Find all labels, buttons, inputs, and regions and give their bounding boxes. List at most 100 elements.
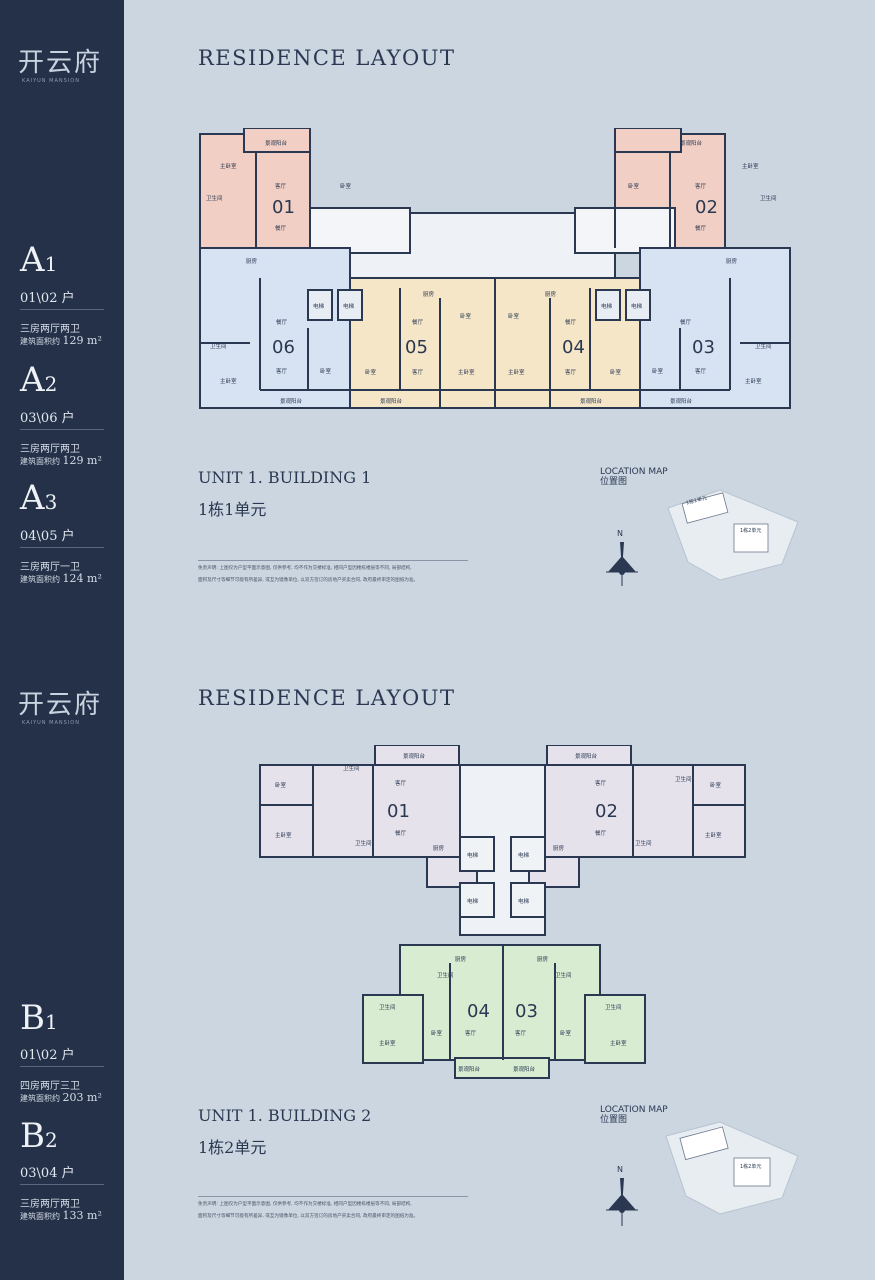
svg-text:主卧室: 主卧室 [610, 1039, 627, 1047]
svg-text:客厅: 客厅 [465, 1029, 477, 1037]
svg-text:主卧室: 主卧室 [742, 162, 759, 170]
room-label: 景观阳台 [265, 139, 288, 147]
type-a3-code: A3 [20, 478, 58, 518]
unit-label-06: 06 [272, 337, 295, 358]
type-a1-units: 01\02 户 [20, 287, 104, 310]
svg-text:客厅: 客厅 [395, 779, 407, 787]
svg-text:客厅: 客厅 [515, 1029, 527, 1037]
type-a2-area: 建筑面积约 129 m² [20, 454, 102, 467]
svg-text:卫生间: 卫生间 [437, 971, 454, 979]
unit-label-02: 02 [695, 197, 718, 218]
svg-text:电梯: 电梯 [631, 302, 643, 310]
svg-text:卫生间: 卫生间 [355, 839, 372, 847]
svg-text:餐厅: 餐厅 [275, 224, 287, 232]
floorplan-building1: 景观阳台 主卧室 客厅 卧室 卫生间 餐厅 厨房 景观阳台 主卧室 客厅 卧室 … [199, 128, 791, 409]
svg-text:客厅: 客厅 [595, 779, 607, 787]
section1-title: RESIDENCE LAYOUT [198, 46, 456, 70]
north-arrow-icon [620, 1178, 624, 1208]
section1-unit-cn: 1栋1单元 [198, 500, 267, 519]
svg-text:厨房: 厨房 [726, 257, 738, 265]
type-b2-code: B2 [20, 1116, 58, 1156]
svg-text:电梯: 电梯 [343, 302, 355, 310]
brand-sub-bottom: KAIYUN MANSION [22, 720, 80, 726]
unit-03-area [639, 247, 791, 409]
svg-text:卫生间: 卫生间 [755, 342, 772, 350]
type-b1-desc: 四房两厅三卫 [20, 1081, 80, 1092]
unit-label-03-b2: 03 [515, 1001, 538, 1022]
svg-text:卧室: 卧室 [320, 367, 332, 375]
svg-text:餐厅: 餐厅 [395, 829, 407, 837]
type-a1-area: 建筑面积约 129 m² [20, 334, 102, 347]
svg-text:1栋2单元: 1栋2单元 [740, 1163, 761, 1170]
unit-label-04-b2: 04 [467, 1001, 490, 1022]
north-label: N [617, 529, 623, 538]
type-a3-units: 04\05 户 [20, 525, 104, 548]
svg-text:卫生间: 卫生间 [675, 775, 692, 783]
type-a1-code: A1 [20, 240, 58, 280]
svg-text:主卧室: 主卧室 [745, 377, 762, 385]
type-a1-desc: 三房两厅两卫 [20, 324, 80, 335]
svg-text:餐厅: 餐厅 [565, 318, 577, 326]
unit-01-area-b2 [259, 764, 461, 858]
svg-text:厨房: 厨房 [455, 955, 467, 963]
svg-text:餐厅: 餐厅 [412, 318, 424, 326]
svg-text:景观阳台: 景观阳台 [680, 139, 703, 147]
svg-text:厨房: 厨房 [433, 844, 445, 852]
svg-text:卧室: 卧室 [710, 781, 722, 789]
brand-logo-bottom: 开云府 [18, 690, 103, 720]
svg-text:卫生间: 卫生间 [210, 342, 227, 350]
svg-text:景观阳台: 景观阳台 [575, 752, 598, 760]
brand-sub-top: KAIYUN MANSION [22, 78, 80, 84]
svg-text:景观阳台: 景观阳台 [458, 1065, 481, 1073]
svg-text:电梯: 电梯 [467, 851, 479, 859]
svg-text:厨房: 厨房 [246, 257, 258, 265]
svg-text:主卧室: 主卧室 [458, 368, 475, 376]
svg-text:卧室: 卧室 [365, 368, 377, 376]
svg-text:卫生间: 卫生间 [379, 1003, 396, 1011]
svg-text:卧室: 卧室 [508, 312, 520, 320]
unit-label-05: 05 [405, 337, 428, 358]
unit-05-area [349, 277, 496, 409]
svg-text:卫生间: 卫生间 [206, 194, 223, 202]
svg-text:卧室: 卧室 [560, 1029, 572, 1037]
section2-title: RESIDENCE LAYOUT [198, 686, 456, 710]
svg-text:景观阳台: 景观阳台 [380, 397, 403, 405]
svg-text:电梯: 电梯 [313, 302, 325, 310]
svg-text:卧室: 卧室 [275, 781, 287, 789]
section2-disclaimer: 免责声明: 上图仅为户型平面示意图, 仅供参考, 均不作为交楼标准, 相同户型因… [198, 1196, 468, 1223]
unit-label-01: 01 [272, 197, 295, 218]
svg-text:电梯: 电梯 [518, 897, 530, 905]
svg-text:卧室: 卧室 [460, 312, 472, 320]
svg-text:餐厅: 餐厅 [595, 829, 607, 837]
svg-text:电梯: 电梯 [467, 897, 479, 905]
section1-location-title: LOCATION MAP 位置图 [600, 467, 668, 487]
type-b1-units: 01\02 户 [20, 1044, 104, 1067]
svg-text:景观阳台: 景观阳台 [513, 1065, 536, 1073]
type-b2-desc: 三房两厅两卫 [20, 1199, 80, 1210]
type-a2-desc: 三房两厅两卫 [20, 444, 80, 455]
svg-text:餐厅: 餐厅 [695, 224, 707, 232]
svg-text:主卧室: 主卧室 [275, 831, 292, 839]
svg-text:景观阳台: 景观阳台 [403, 752, 426, 760]
unit-06-area [199, 247, 351, 409]
svg-text:景观阳台: 景观阳台 [580, 397, 603, 405]
section1-unit-title: UNIT 1. BUILDING 1 [198, 468, 372, 487]
svg-text:厨房: 厨房 [537, 955, 549, 963]
type-b1-area: 建筑面积约 203 m² [20, 1091, 102, 1104]
svg-text:客厅: 客厅 [695, 367, 707, 375]
svg-text:主卧室: 主卧室 [220, 162, 237, 170]
type-a3-area: 建筑面积约 124 m² [20, 572, 102, 585]
section1-location-map: 1栋1单元 1栋2单元 N [606, 489, 799, 586]
section2-location-map: 1栋2单元 N [606, 1121, 799, 1226]
svg-text:景观阳台: 景观阳台 [670, 397, 693, 405]
svg-text:卧室: 卧室 [340, 182, 352, 190]
svg-text:主卧室: 主卧室 [508, 368, 525, 376]
svg-text:厨房: 厨房 [553, 844, 565, 852]
svg-text:卫生间: 卫生间 [343, 764, 360, 772]
svg-text:电梯: 电梯 [601, 302, 613, 310]
svg-text:客厅: 客厅 [695, 182, 707, 190]
svg-text:主卧室: 主卧室 [379, 1039, 396, 1047]
svg-text:客厅: 客厅 [276, 367, 288, 375]
floorplan-building2: 景观阳台 景观阳台 客厅 客厅 卧室 卧室 主卧室 主卧室 餐厅 餐厅 卫生间 … [259, 745, 746, 1079]
svg-text:主卧室: 主卧室 [220, 377, 237, 385]
